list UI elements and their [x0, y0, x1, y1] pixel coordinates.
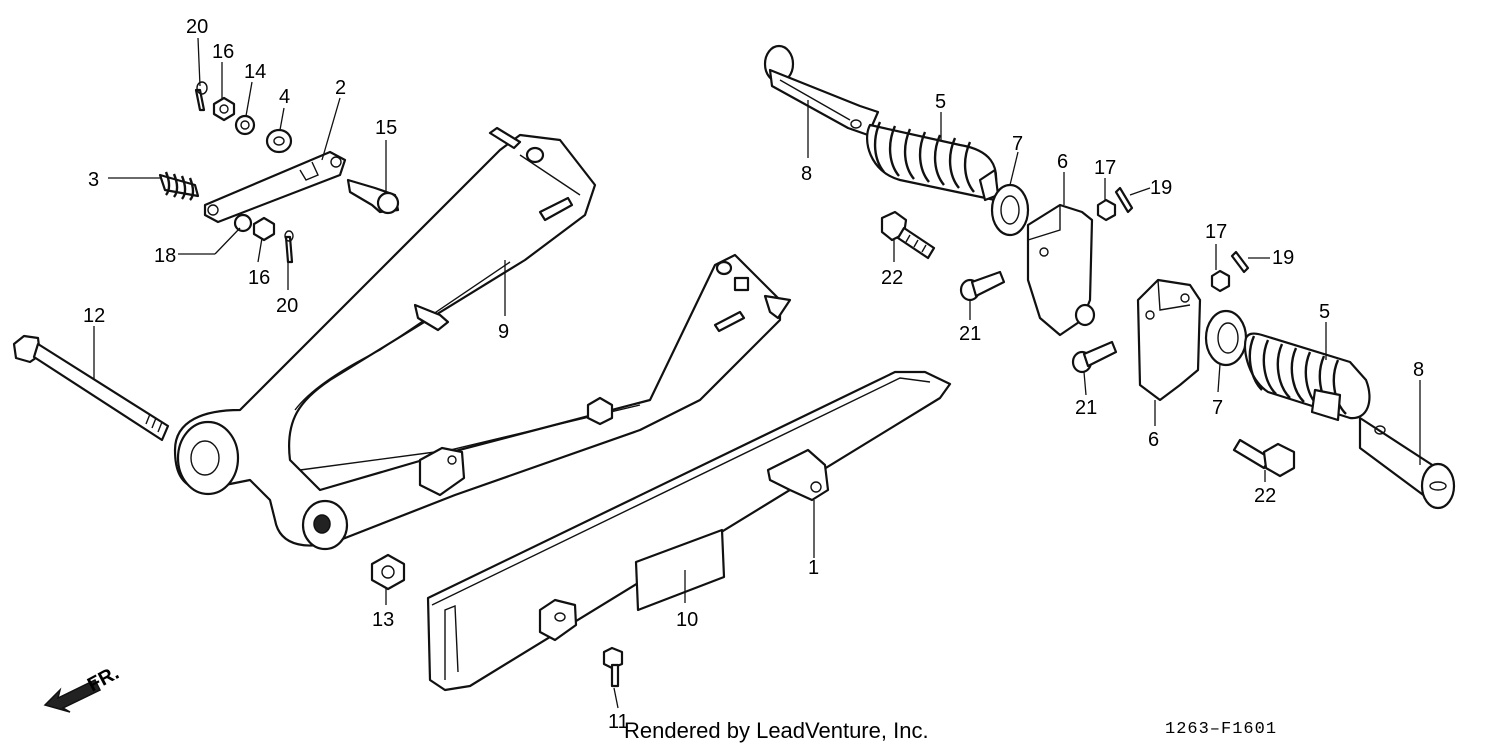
callout-8b: 8 [1413, 359, 1424, 381]
callout-5: 5 [935, 91, 946, 113]
callout-15: 15 [375, 117, 397, 139]
callout-12: 12 [83, 305, 105, 327]
callout-16: 16 [212, 41, 234, 63]
pivot-bolt[interactable] [12, 334, 170, 442]
callout-6b: 6 [1148, 429, 1159, 451]
callout-1: 1 [808, 557, 819, 579]
callout-5b: 5 [1319, 301, 1330, 323]
callout-21b: 21 [1075, 397, 1097, 419]
front-direction-arrow: FR. [43, 662, 123, 713]
leader-lines [93, 37, 1421, 709]
swingarm[interactable] [173, 126, 792, 551]
chain-case[interactable] [426, 370, 952, 692]
footpeg-left[interactable] [763, 44, 1096, 337]
diagram-code: 1263–F1601 [1165, 720, 1277, 739]
callout-3: 3 [88, 169, 99, 191]
callout-20b: 20 [276, 295, 298, 317]
callout-16b: 16 [248, 267, 270, 289]
footpeg-right[interactable] [1136, 278, 1456, 510]
callout-6: 6 [1057, 151, 1068, 173]
tensioner-arm[interactable] [203, 150, 347, 224]
callout-19: 19 [1150, 177, 1172, 199]
callout-22: 22 [881, 267, 903, 289]
callout-8: 8 [801, 163, 812, 185]
callout-22b: 22 [1254, 485, 1276, 507]
spring[interactable] [158, 171, 200, 201]
callout-18: 18 [154, 245, 176, 267]
caution-label [634, 528, 726, 612]
callout-21: 21 [959, 323, 981, 345]
callout-17: 17 [1094, 157, 1116, 179]
small-hardware[interactable] [194, 81, 624, 688]
callout-7: 7 [1012, 133, 1023, 155]
footer-credit: Rendered by LeadVenture, Inc. [624, 718, 929, 743]
collar-bolt[interactable] [346, 178, 400, 215]
callout-4: 4 [279, 86, 290, 108]
callout-19b: 19 [1272, 247, 1294, 269]
callout-17b: 17 [1205, 221, 1227, 243]
footpeg-left-hardware[interactable] [880, 186, 1134, 302]
callout-13: 13 [372, 609, 394, 631]
callout-14: 14 [244, 61, 266, 83]
callout-11: 11 [608, 711, 629, 733]
footpeg-right-hardware[interactable] [1071, 250, 1296, 478]
callout-2: 2 [335, 77, 346, 99]
callout-20: 20 [186, 16, 208, 38]
callout-9: 9 [498, 321, 509, 343]
callout-7b: 7 [1212, 397, 1223, 419]
callout-numbers: 20 16 14 4 2 15 3 18 16 20 12 9 13 10 1 … [83, 16, 1424, 733]
callout-10: 10 [676, 609, 698, 631]
